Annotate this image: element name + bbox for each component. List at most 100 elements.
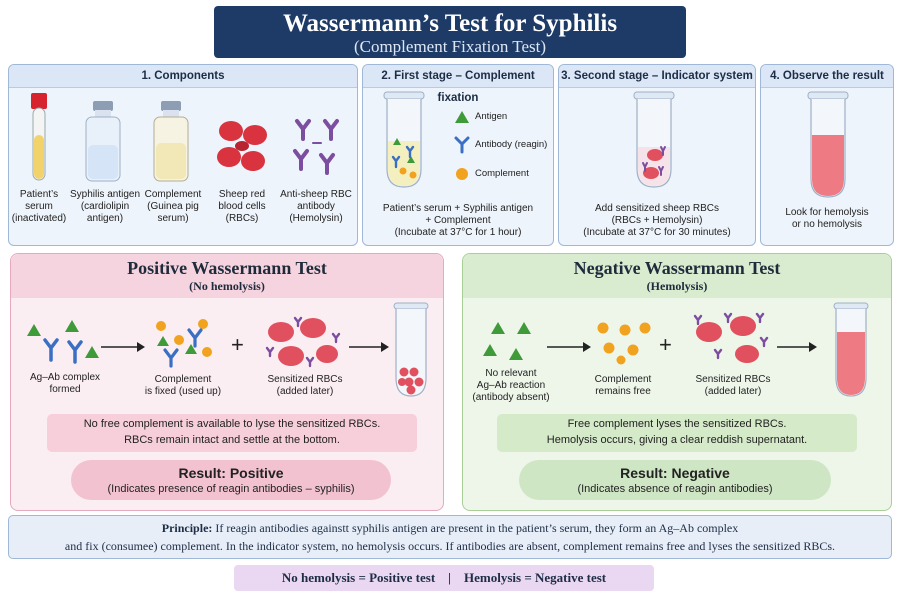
principle-text-2: and fix (consumee) complement. In the in… xyxy=(64,539,836,553)
sensitized-rbc-icon xyxy=(693,312,769,363)
negative-step3-label: Sensitized RBCs (added later) xyxy=(683,374,783,398)
caption-line: Add sensitized sheep RBCs xyxy=(595,203,719,214)
complement-legend-icon xyxy=(456,168,468,180)
label-line: remains free xyxy=(595,386,651,397)
label-line: blood cells xyxy=(218,201,266,212)
label-line: Complement xyxy=(154,374,212,385)
caption-line: Look for hemolysis xyxy=(785,207,869,218)
label-line: (Guinea pig xyxy=(147,201,199,212)
label-line: Sheep red xyxy=(218,189,266,200)
label-line: No relevant xyxy=(485,368,537,379)
label-line: is fixed (used up) xyxy=(144,386,222,397)
caption-line: (Incubate at 37°C for 30 minutes) xyxy=(583,227,731,238)
principle-text-1: If reagin antibodies againstt syphilis a… xyxy=(212,521,739,535)
antigen-legend-icon xyxy=(455,111,469,123)
ag-ab-complex-icon xyxy=(27,320,99,364)
label-line: (added later) xyxy=(704,386,762,397)
negative-title: Negative Wassermann Test xyxy=(573,258,781,278)
second-stage-heading: 3. Second stage – Indicator system xyxy=(559,65,755,88)
arrow-icon xyxy=(101,342,145,352)
antibody-legend-icon xyxy=(454,136,470,154)
observe-heading: 4. Observe the result xyxy=(761,65,893,88)
component-label-hemolysin: Anti-sheep RBC antibody (Hemolysin) xyxy=(277,189,355,225)
caption-line: (RBCs + Hemolysin) xyxy=(611,215,703,226)
components-heading: 1. Components xyxy=(9,65,357,88)
positive-step2-label: Complement is fixed (used up) xyxy=(131,374,235,398)
note-line: No free complement is available to lyse … xyxy=(83,418,381,430)
plus-sign: + xyxy=(231,332,244,357)
arrow-icon xyxy=(777,342,817,352)
complement-vial-icon xyxy=(153,101,189,182)
negative-result-subtitle: (Indicates absence of reagin antibodies) xyxy=(577,483,773,495)
first-stage-panel: 2. First stage – Complement fixation Ant… xyxy=(362,64,554,246)
page-title: Wassermann’s Test for Syphilis xyxy=(282,10,618,37)
label-line: formed xyxy=(49,384,81,395)
negative-explanation: Free complement lyses the sensitized RBC… xyxy=(497,414,857,452)
negative-header: Negative Wassermann Test (Hemolysis) xyxy=(463,254,891,298)
second-stage-panel: 3. Second stage – Indicator system Add s… xyxy=(558,64,756,246)
caption-line: Patient’s serum + Syphilis antigen xyxy=(382,203,534,214)
caption-line: or no hemolysis xyxy=(791,219,863,230)
result-tube-icon xyxy=(807,91,849,198)
label-line: (Hemolysin) xyxy=(289,213,343,224)
free-complement-icon xyxy=(597,322,651,365)
negative-result-title: Result: Negative xyxy=(620,465,730,481)
antigen-vial-icon xyxy=(85,101,121,182)
arrow-icon xyxy=(349,342,389,352)
positive-result-badge: Result: Positive (Indicates presence of … xyxy=(71,460,391,500)
positive-header: Positive Wassermann Test (No hemolysis) xyxy=(11,254,443,298)
components-panel: 1. Components Patient xyxy=(8,64,358,246)
component-label-serum: Patient’s serum (inactivated) xyxy=(9,189,69,225)
rbc-icon xyxy=(217,121,267,171)
serum-tube-icon xyxy=(31,93,47,181)
principle-line-1: Principle: If reagin antibodies againstt… xyxy=(9,519,891,537)
label-line: serum xyxy=(25,201,53,212)
caption-line: + Complement xyxy=(425,215,491,226)
label-line: Complement xyxy=(144,189,202,200)
negative-subtitle: (Hemolysis) xyxy=(646,279,708,293)
principle-box: Principle: If reagin antibodies againstt… xyxy=(8,515,892,559)
negative-result-badge: Result: Negative (Indicates absence of r… xyxy=(519,460,831,500)
principle-label: Principle: xyxy=(161,521,213,535)
sensitized-rbc-icon xyxy=(265,316,341,368)
negative-step1-label: No relevant Ag–Ab reaction (antibody abs… xyxy=(463,368,559,404)
free-antigen-icon xyxy=(483,322,531,360)
positive-subtitle: (No hemolysis) xyxy=(189,279,265,293)
antibody-icon xyxy=(293,119,339,175)
note-line: RBCs remain intact and settle at the bot… xyxy=(124,434,340,446)
label-line: Sensitized RBCs xyxy=(267,374,343,385)
component-label-rbc: Sheep red blood cells (RBCs) xyxy=(209,189,275,225)
label-line: (cardiolipin xyxy=(80,201,130,212)
positive-result-title: Result: Positive xyxy=(178,465,284,481)
observe-panel: 4. Observe the result Look for hemolysis… xyxy=(760,64,894,246)
label-line: Syphilis antigen xyxy=(69,189,141,200)
arrow-icon xyxy=(547,342,591,352)
second-stage-tube-icon xyxy=(633,91,675,188)
first-stage-caption: Patient’s serum + Syphilis antigen + Com… xyxy=(363,203,553,239)
fixed-complement-icon xyxy=(156,319,212,368)
label-line: (added later) xyxy=(276,386,334,397)
antigen-legend-label: Antigen xyxy=(475,111,508,122)
title-banner: Wassermann’s Test for Syphilis (Compleme… xyxy=(214,6,686,58)
positive-step3-label: Sensitized RBCs (added later) xyxy=(255,374,355,398)
note-line: Hemolysis occurs, giving a clear reddish… xyxy=(546,434,808,446)
label-line: Sensitized RBCs xyxy=(695,374,771,385)
positive-explanation: No free complement is available to lyse … xyxy=(47,414,417,452)
first-stage-heading: 2. First stage – Complement fixation xyxy=(363,65,553,104)
plus-sign: + xyxy=(659,332,672,357)
antibody-legend-label: Antibody (reagin) xyxy=(475,139,548,150)
complement-legend-label: Complement xyxy=(475,168,529,179)
positive-panel: Positive Wassermann Test (No hemolysis) … xyxy=(10,253,444,511)
negative-step2-label: Complement remains free xyxy=(575,374,671,398)
component-label-complement: Complement (Guinea pig serum) xyxy=(141,189,205,225)
label-line: antigen) xyxy=(86,213,124,224)
label-line: (inactivated) xyxy=(11,213,67,224)
observe-caption: Look for hemolysis or no hemolysis xyxy=(761,207,893,231)
label-line: Ag–Ab complex xyxy=(29,372,101,383)
label-line: antibody xyxy=(297,201,335,212)
summary-bar: No hemolysis = Positive test | Hemolysis… xyxy=(234,565,654,591)
page-subtitle: (Complement Fixation Test) xyxy=(353,37,547,56)
negative-result-tube-icon xyxy=(833,302,869,397)
positive-result-subtitle: (Indicates presence of reagin antibodies… xyxy=(107,483,355,495)
negative-panel: Negative Wassermann Test (Hemolysis) No … xyxy=(462,253,892,511)
